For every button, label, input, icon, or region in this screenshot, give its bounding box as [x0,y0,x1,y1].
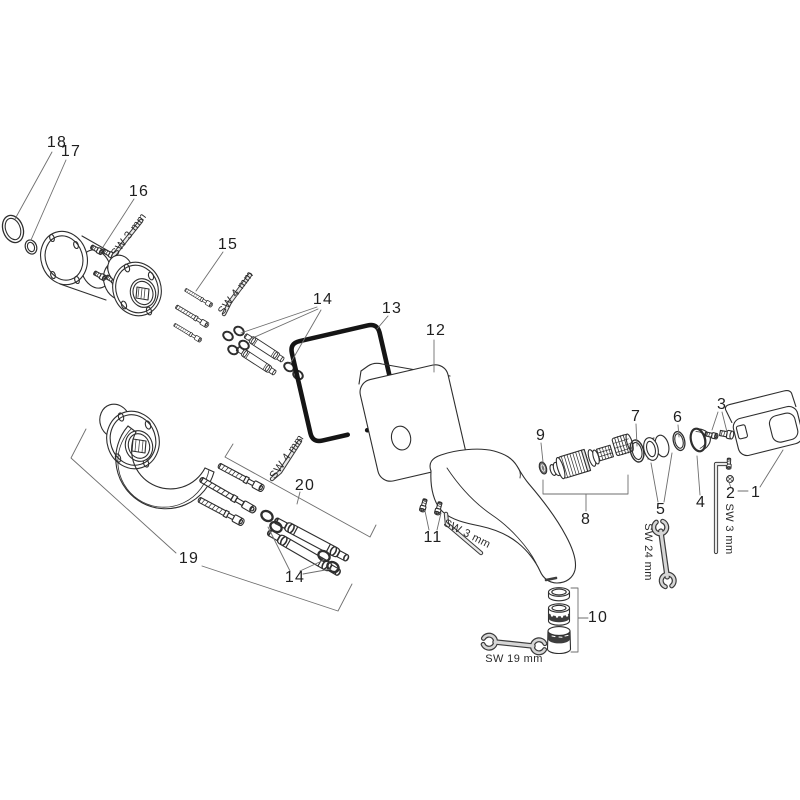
part-label-18: 18 [46,134,68,151]
allen-key-4mm-mid-icon [269,438,303,482]
kit-screws-20 [196,461,266,527]
part-label-2: 2 [725,485,737,502]
part-label-14-top: 14 [312,291,334,308]
screws-3 [703,429,735,440]
fixing-screws-15 [172,287,214,344]
part-label-14-bottom: 14 [284,569,306,586]
wrench-24mm-icon [651,518,677,590]
curved-shell-19 [115,425,215,510]
oring-18 [1,214,25,244]
part-label-17: 17 [60,143,82,160]
kit-pipes [258,507,351,578]
part-label-10: 10 [587,609,609,626]
oring-17 [24,239,38,255]
wall-flange [107,254,162,317]
part-label-12: 12 [425,322,447,339]
part-label-3: 3 [716,396,728,413]
tool-label-sw24: SW 24 mm [642,523,654,581]
kit-flange [99,403,160,470]
allen-key-3mm-handle-icon [713,461,729,555]
allen-key-3mm-spout-icon [443,511,484,556]
escutcheon-plate-12 [358,362,467,482]
part-label-8: 8 [580,511,592,528]
part-label-13: 13 [381,300,403,317]
parts-2 [725,457,734,483]
part-label-7: 7 [630,408,642,425]
seal-9 [538,461,548,475]
wrench-19mm-icon [480,632,548,656]
tool-label-sw19: SW 19 mm [485,653,543,665]
cap-4 [689,427,711,453]
handle-1 [724,390,800,457]
part-label-16: 16 [128,183,150,200]
tool-label-sw3-handle: SW 3 mm [723,503,735,555]
part-label-20: 20 [294,477,316,494]
part-label-5: 5 [655,501,667,518]
part-label-19: 19 [178,550,200,567]
part-label-11: 11 [423,529,443,546]
leader-lines [14,151,784,653]
cartridge-8 [549,433,634,480]
aerator-set-10 [546,587,572,655]
part-label-9: 9 [535,427,547,444]
part-label-4: 4 [695,494,707,511]
allen-key-4mm-top-icon [221,272,253,317]
part-label-1: 1 [750,484,762,501]
ring-7 [629,439,645,463]
part-label-15: 15 [217,236,239,253]
spout-body [429,448,577,584]
sleeve-5 [643,434,670,461]
ring-6 [672,430,686,452]
part-label-6: 6 [672,409,684,426]
